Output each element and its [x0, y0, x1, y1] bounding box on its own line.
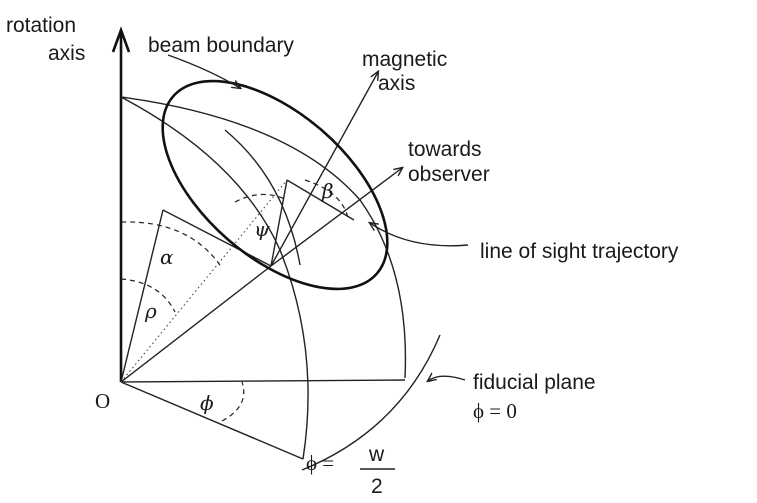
rotation-axis-arrowhead	[111, 26, 131, 53]
magnetic-axis-line	[270, 72, 378, 267]
line-o-to-beam-center	[120, 265, 272, 383]
magnetic-axis-label-line1: magnetic	[362, 48, 447, 71]
line-of-sight-pointer	[370, 223, 469, 247]
line-o-to-sphere-left	[120, 209, 164, 383]
origin-label: O	[95, 389, 110, 413]
phi-angle-arc	[221, 381, 245, 422]
psi-symbol: ψ	[254, 217, 270, 241]
line-o-to-fiducial	[120, 379, 406, 383]
line-magnetic-pole-to-los	[286, 179, 355, 221]
rotation-axis-label-line1: rotation	[6, 14, 76, 37]
magnetic-axis-label-line2: axis	[378, 72, 415, 95]
rotation-axis-label-line2: axis	[48, 42, 85, 65]
phi-w-numerator: w	[368, 443, 385, 466]
line-o-to-w	[120, 381, 304, 460]
alpha-angle-arc	[120, 221, 223, 269]
beta-angle-arc	[304, 179, 349, 219]
phi-w-lhs: ϕ =	[306, 451, 334, 475]
phi-w-denominator: 2	[371, 475, 383, 498]
fiducial-outer-arc	[301, 334, 441, 471]
line-o-dotted-to-magnetic	[120, 179, 288, 383]
psi-angle-arc	[234, 193, 288, 203]
fiducial-plane-label: fiducial plane	[473, 371, 596, 394]
meridian-arc-inner	[224, 129, 301, 266]
rho-symbol: ρ	[144, 299, 157, 323]
observer-axis-line	[270, 168, 402, 267]
towards-observer-label-line2: observer	[408, 163, 490, 186]
alpha-symbol: α	[160, 245, 174, 269]
fiducial-plane-pointer	[428, 376, 466, 381]
meridian-arc-to-fiducial	[120, 96, 407, 379]
meridian-arc-to-w	[120, 96, 309, 460]
towards-observer-label-line1: towards	[408, 138, 482, 161]
beam-boundary-ellipse	[161, 79, 389, 291]
phi-symbol: ϕ	[200, 391, 214, 415]
phi-zero-label: ϕ = 0	[473, 399, 517, 423]
beam-boundary-pointer	[167, 54, 240, 88]
beta-symbol: β	[321, 179, 334, 203]
line-sphere-to-center	[162, 209, 272, 267]
line-center-to-magnetic-pole	[270, 179, 288, 267]
line-of-sight-label: line of sight trajectory	[480, 240, 679, 263]
beam-boundary-label: beam boundary	[148, 34, 294, 57]
